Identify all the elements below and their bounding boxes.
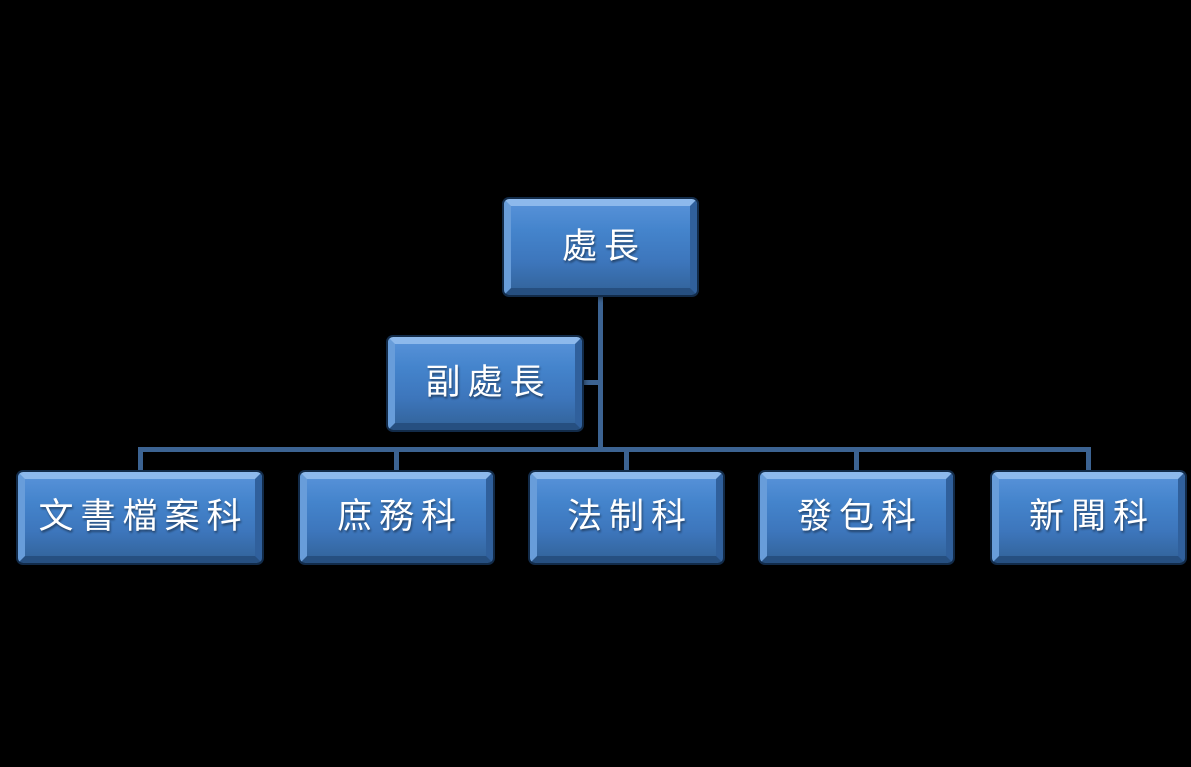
connector-director-trunk xyxy=(598,295,603,452)
org-node-director: 處長 xyxy=(504,199,697,295)
org-node-dept-legal-affairs: 法制科 xyxy=(530,472,723,563)
org-node-dept-news: 新聞科 xyxy=(992,472,1185,563)
org-node-dept-documents-archives: 文書檔案科 xyxy=(18,472,262,563)
connector-stub-dept-1 xyxy=(138,450,143,472)
connector-stub-dept-5 xyxy=(1086,450,1091,472)
org-node-dept-label: 新聞科 xyxy=(1028,497,1155,537)
connector-stub-dept-2 xyxy=(394,450,399,472)
org-node-dept-general-affairs: 庶務科 xyxy=(300,472,493,563)
org-node-dept-contracting: 發包科 xyxy=(760,472,953,563)
org-node-deputy-director-label: 副處長 xyxy=(425,363,552,403)
connector-stub-dept-3 xyxy=(624,450,629,472)
connector-horizontal-bar xyxy=(138,447,1091,452)
connector-stub-dept-4 xyxy=(854,450,859,472)
org-node-dept-label: 庶務科 xyxy=(336,497,463,537)
org-node-dept-label: 文書檔案科 xyxy=(38,497,249,537)
org-node-director-label: 處長 xyxy=(561,226,646,267)
connector-deputy-stub xyxy=(582,380,600,385)
org-node-dept-label: 法制科 xyxy=(566,497,693,537)
org-node-deputy-director: 副處長 xyxy=(388,337,582,430)
org-node-dept-label: 發包科 xyxy=(796,497,923,537)
